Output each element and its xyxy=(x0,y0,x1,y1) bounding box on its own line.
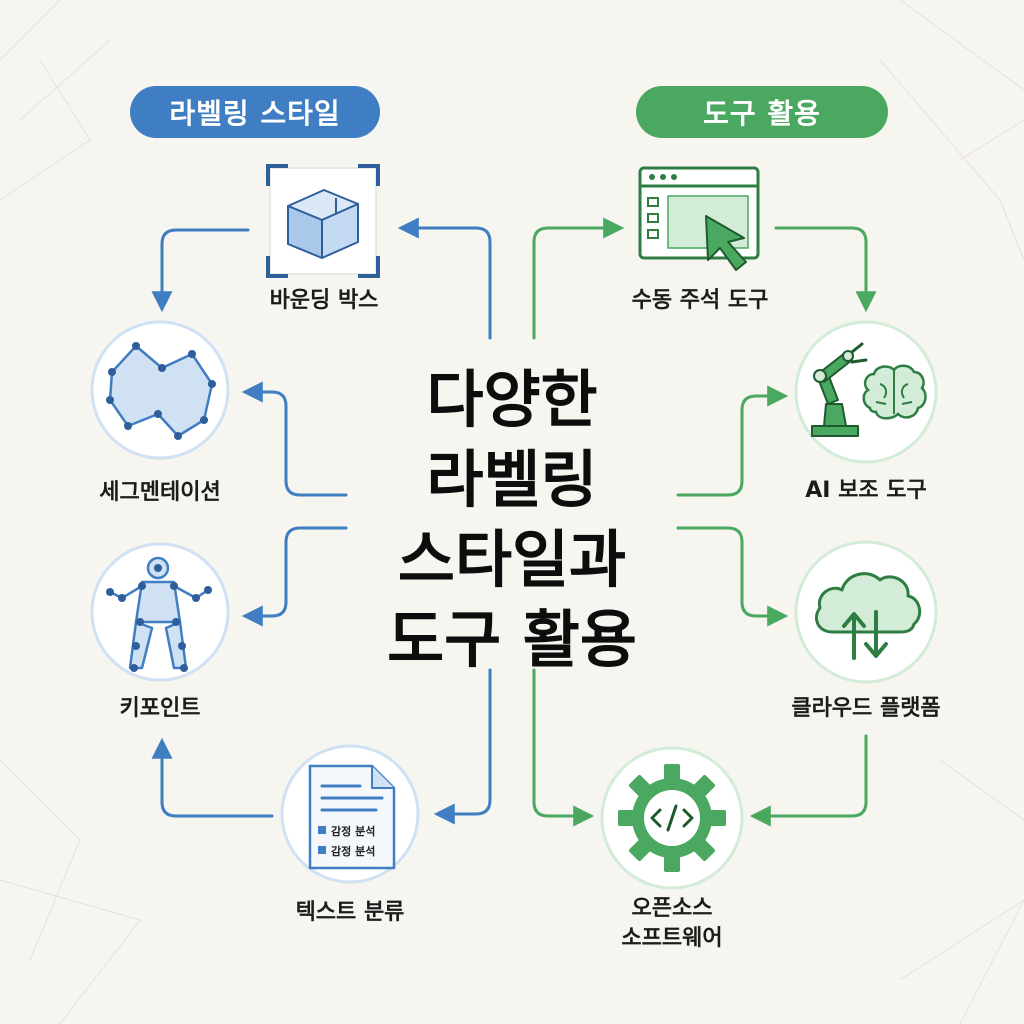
title-line-2: 라벨링 xyxy=(426,443,598,516)
arrow-center-to-text xyxy=(433,668,492,825)
title-line-4: 도구 활용 xyxy=(387,603,637,676)
arrow-center-to-cloud xyxy=(676,526,789,627)
code-gear-icon xyxy=(600,746,744,890)
bounding-box-icon xyxy=(266,164,380,278)
cloud-sync-icon xyxy=(794,540,938,684)
arrow-center-to-manual xyxy=(532,217,625,340)
labeling-flow-arrows xyxy=(151,217,492,825)
label-keypoint: 키포인트 xyxy=(119,696,201,721)
arrow-center-to-ai xyxy=(676,385,789,497)
label-open-source-line-1: 오픈소스 xyxy=(631,896,713,921)
label-open-source: 오픈소스 소프트웨어 xyxy=(572,894,772,954)
arrow-cloud-to-opensource xyxy=(749,734,868,827)
keypoint-figure-icon xyxy=(90,542,230,682)
cursor-window-icon xyxy=(638,166,760,271)
label-text-classification: 텍스트 분류 xyxy=(295,900,405,925)
title-line-3: 스타일과 xyxy=(397,523,627,596)
label-bounding-box: 바운딩 박스 xyxy=(269,288,379,313)
document-tag-2: 감정 분석 xyxy=(331,844,375,858)
robot-arm-brain-icon xyxy=(794,320,938,464)
label-segmentation: 세그멘테이션 xyxy=(99,480,221,505)
center-title: 다양한 라벨링 스타일과 도구 활용 xyxy=(330,360,694,680)
arrow-center-to-keypoint xyxy=(241,526,348,627)
document-tag-1: 감정 분석 xyxy=(331,824,375,838)
title-line-1: 다양한 xyxy=(426,363,598,436)
label-open-source-line-2: 소프트웨어 xyxy=(621,926,723,951)
arrow-center-to-bbox xyxy=(397,217,492,340)
segmentation-polygon-icon xyxy=(90,320,230,460)
arrow-manual-to-ai xyxy=(774,226,877,313)
arrow-bbox-to-segmentation xyxy=(151,228,250,313)
tool-flow-arrows xyxy=(532,217,877,827)
label-ai-assist-tool: AI 보조 도구 xyxy=(805,478,927,503)
arrow-center-to-opensource xyxy=(532,668,595,827)
text-document-icon: 감정 분석 감정 분석 xyxy=(280,744,420,884)
labeling-styles-header: 라벨링 스타일 xyxy=(130,86,380,138)
arrow-center-to-segmentation xyxy=(241,381,348,497)
arrow-text-to-keypoint xyxy=(151,737,274,818)
label-manual-annotation-tool: 수동 주석 도구 xyxy=(631,288,769,313)
tool-usage-header: 도구 활용 xyxy=(636,86,888,138)
label-cloud-platform: 클라우드 플랫폼 xyxy=(791,696,941,721)
